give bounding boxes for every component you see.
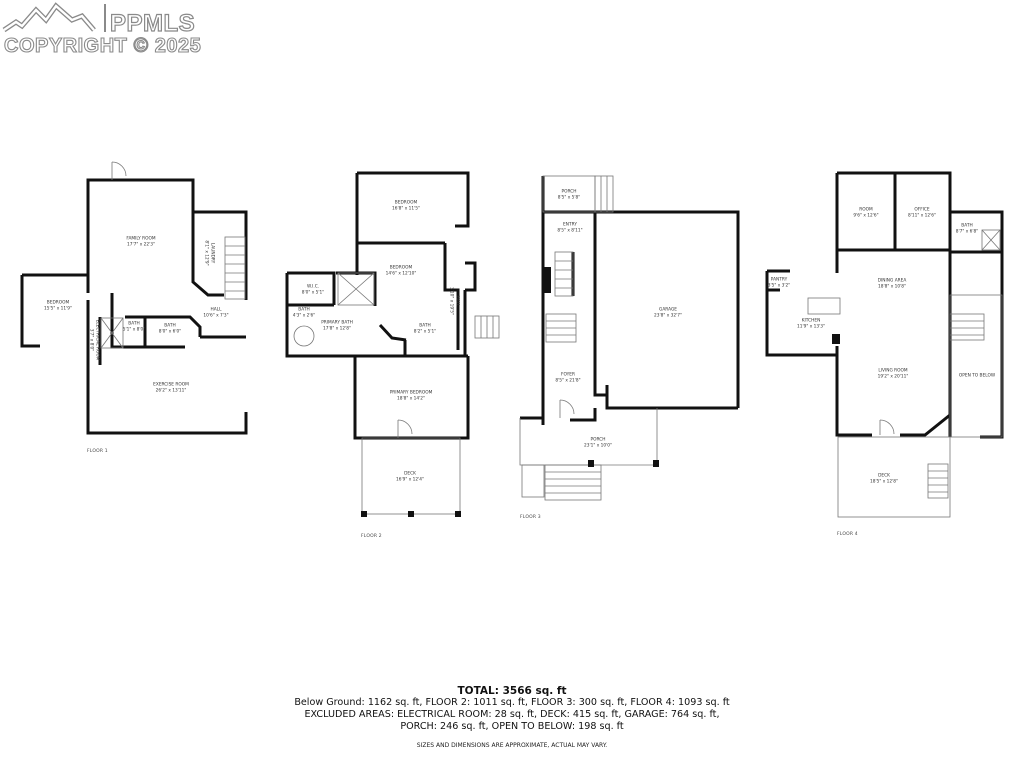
excluded-areas-line-1: EXCLUDED AREAS: ELECTRICAL ROOM: 28 sq. …: [304, 709, 720, 720]
excluded-areas-line-2: PORCH: 246 sq. ft, OPEN TO BELOW: 198 sq…: [400, 721, 624, 732]
area-breakdown-line: Below Ground: 1162 sq. ft, FLOOR 2: 1011…: [294, 697, 730, 708]
floor-2-walls: [285, 171, 477, 440]
mountain-logo-icon: [2, 2, 106, 33]
room-label-open-to-below: OPEN TO BELOW: [958, 373, 996, 379]
floor-2-label: FLOOR 2: [361, 534, 382, 539]
stairs: [224, 175, 985, 501]
floor-1-label: FLOOR 1: [87, 449, 108, 454]
room-label-wic: W.I.C.8'0" x 5'1": [301, 284, 325, 296]
logo-copyright-text: COPYRIGHT © 2025: [3, 34, 202, 57]
logo-brand-text: PPMLS: [109, 9, 196, 37]
floor-1-walls: [20, 178, 248, 435]
floor-3-label: FLOOR 3: [520, 515, 541, 520]
ppmls-logo: PPMLS COPYRIGHT © 2025: [2, 2, 207, 58]
floor-3-walls: [520, 176, 740, 425]
floor-4-label: FLOOR 4: [837, 532, 858, 537]
floor-4-walls: [765, 171, 1004, 439]
total-area: TOTAL: 3566 sq. ft: [457, 685, 567, 697]
disclaimer: SIZES AND DIMENSIONS ARE APPROXIMATE, AC…: [416, 742, 608, 749]
